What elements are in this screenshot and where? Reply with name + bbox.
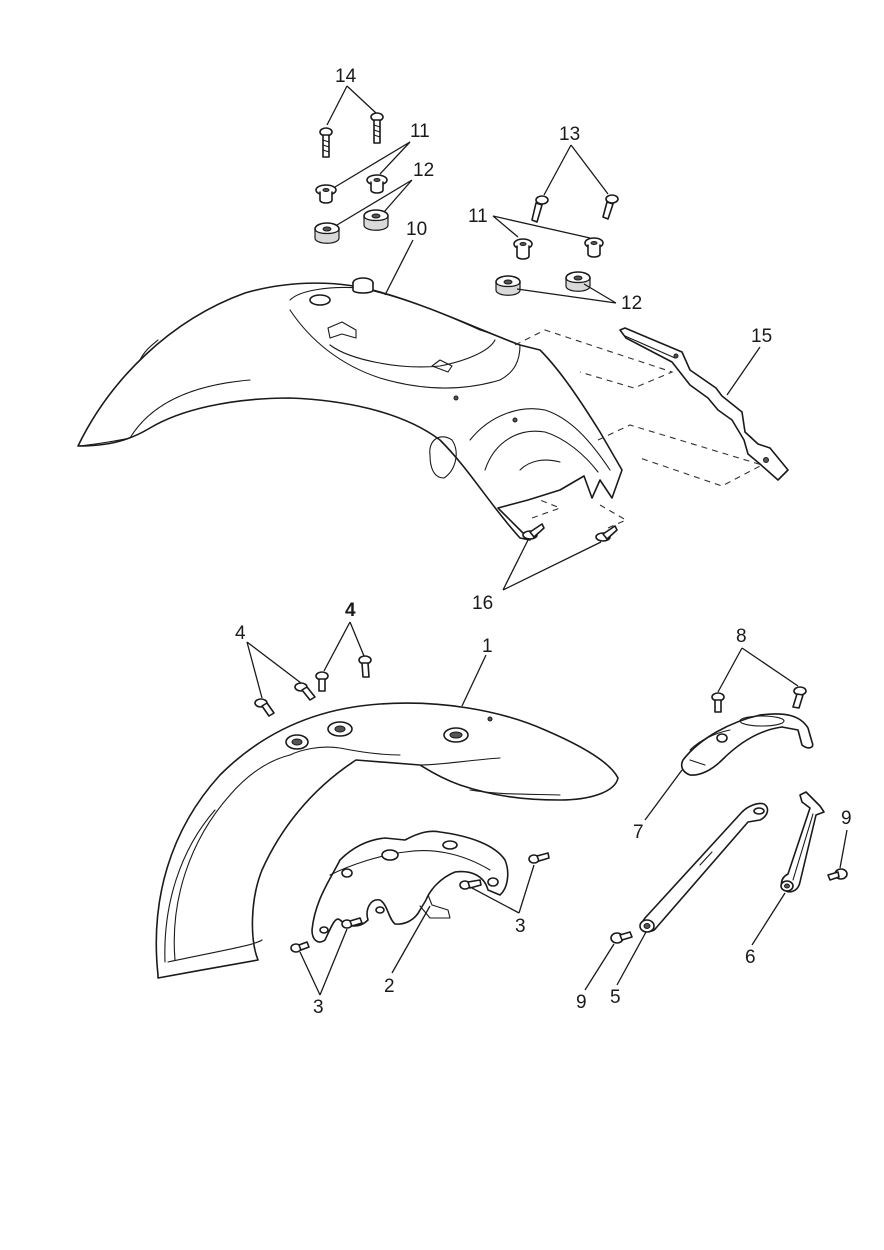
alignment-line-clip-right xyxy=(599,504,628,529)
bush-11-d xyxy=(584,237,604,258)
bracket-part-2 xyxy=(311,830,509,943)
callout-9-bottom: 9 xyxy=(576,992,587,1013)
callout-3-right: 3 xyxy=(515,916,526,937)
grommet-12-d xyxy=(565,271,591,292)
screw-9-left xyxy=(610,931,633,944)
rear-mudguard-part-10 xyxy=(77,277,623,541)
stay-part-6 xyxy=(780,791,825,893)
callout-12-top-left: 12 xyxy=(413,160,434,181)
callout-4-left: 4 xyxy=(235,623,246,644)
screw-13-left xyxy=(531,195,549,223)
callout-7: 7 xyxy=(633,822,644,843)
bush-11-b xyxy=(366,174,388,194)
alignment-line-clip-left xyxy=(531,499,562,519)
screw-14-left xyxy=(319,127,333,158)
alignment-line-upper xyxy=(514,329,674,389)
clip-16-left xyxy=(522,523,545,540)
callout-9-right: 9 xyxy=(841,808,852,829)
callout-14: 14 xyxy=(335,66,357,87)
cover-part-7 xyxy=(680,713,814,776)
callout-5: 5 xyxy=(610,987,621,1008)
bracket-part-15 xyxy=(619,327,789,481)
screw-4-b xyxy=(294,682,316,701)
screw-14-right xyxy=(370,112,384,144)
grommet-12-c xyxy=(495,275,521,296)
callout-1: 1 xyxy=(482,636,493,657)
front-mudguard-part-1 xyxy=(155,702,619,979)
screw-4-c xyxy=(315,671,329,692)
callout-6: 6 xyxy=(745,947,756,968)
screw-8-right xyxy=(792,686,807,709)
callout-10: 10 xyxy=(406,219,427,240)
screw-8-left xyxy=(711,692,725,713)
clip-16-right xyxy=(595,525,618,542)
callout-11-right: 11 xyxy=(468,206,488,227)
screw-3-a xyxy=(290,941,310,953)
bush-11-a xyxy=(315,184,337,204)
screw-3-c xyxy=(459,879,482,890)
callout-4-right: 4 xyxy=(345,600,356,621)
callout-12-right: 12 xyxy=(621,293,642,314)
screw-4-d xyxy=(358,655,372,678)
screw-9-right xyxy=(827,868,848,881)
callout-8: 8 xyxy=(736,626,747,647)
grommet-12-b xyxy=(363,209,389,231)
leader-lines xyxy=(246,85,848,996)
alignment-line-lower xyxy=(597,424,764,487)
stay-part-5 xyxy=(639,802,769,933)
callout-13: 13 xyxy=(559,124,580,145)
screw-3-b xyxy=(341,917,363,929)
callout-16: 16 xyxy=(472,593,493,614)
callout-15: 15 xyxy=(751,326,772,347)
grommet-12-a xyxy=(314,222,340,244)
callout-11-top-left: 11 xyxy=(410,121,430,142)
screw-4-a xyxy=(254,698,275,717)
bush-11-c xyxy=(513,238,533,260)
screw-3-d xyxy=(528,852,550,864)
screw-13-right xyxy=(602,194,619,220)
callout-3-bottom: 3 xyxy=(313,997,324,1018)
callout-2: 2 xyxy=(384,976,395,997)
